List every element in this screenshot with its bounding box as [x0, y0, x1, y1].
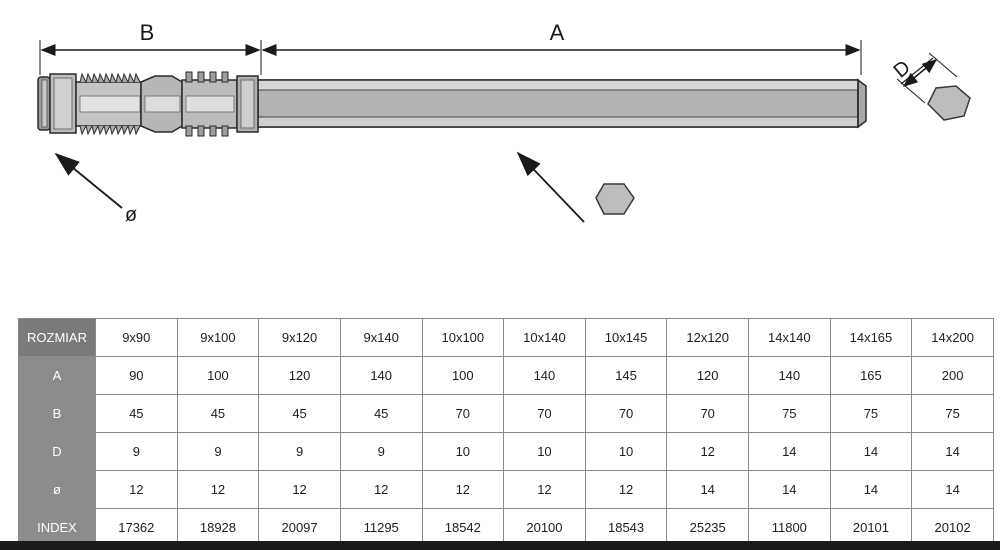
- bottom-bar: [0, 541, 1000, 550]
- value-cell: 12: [176, 470, 260, 509]
- value-cell: 18543: [584, 508, 668, 547]
- value-cell: 10: [503, 432, 586, 471]
- value-cell: 12: [339, 470, 423, 509]
- value-cell: 14: [748, 432, 831, 471]
- label-diameter: ø: [125, 204, 137, 226]
- value-cell: 9: [95, 432, 178, 471]
- value-cell: 20100: [503, 508, 586, 547]
- label-b: B: [140, 20, 155, 45]
- value-cell: 10: [584, 432, 668, 471]
- value-cell: 11800: [748, 508, 831, 547]
- size-cell: 9x90: [95, 318, 178, 357]
- value-cell: 11295: [339, 508, 423, 547]
- row-label-rozmiar: ROZMIAR: [18, 318, 96, 357]
- label-a: A: [550, 20, 565, 45]
- value-cell: 70: [666, 394, 749, 433]
- technical-drawing: B A: [37, 20, 971, 226]
- row-label: D: [18, 432, 96, 471]
- value-cell: 45: [258, 394, 341, 433]
- value-cell: 9: [339, 432, 423, 471]
- anchor-head: [37, 71, 259, 137]
- size-cell: 14x200: [911, 318, 994, 357]
- value-cell: 140: [339, 356, 423, 395]
- value-cell: 12: [666, 432, 749, 471]
- value-cell: 75: [748, 394, 831, 433]
- value-cell: 17362: [95, 508, 178, 547]
- value-cell: 14: [829, 470, 913, 509]
- size-cell: 9x100: [176, 318, 260, 357]
- value-cell: 70: [584, 394, 668, 433]
- hex-d-icon: [927, 85, 971, 121]
- value-cell: 14: [748, 470, 831, 509]
- size-cell: 10x100: [421, 318, 505, 357]
- value-cell: 14: [666, 470, 749, 509]
- value-cell: 70: [503, 394, 586, 433]
- value-cell: 145: [584, 356, 668, 395]
- value-cell: 120: [666, 356, 749, 395]
- value-cell: 9: [176, 432, 260, 471]
- size-cell: 9x140: [339, 318, 423, 357]
- value-cell: 45: [339, 394, 423, 433]
- row-label: A: [18, 356, 96, 395]
- value-cell: 140: [503, 356, 586, 395]
- value-cell: 100: [176, 356, 260, 395]
- value-cell: 12: [421, 470, 505, 509]
- value-cell: 10: [421, 432, 505, 471]
- dimension-d: D: [890, 52, 971, 121]
- value-cell: 12: [95, 470, 178, 509]
- size-cell: 10x140: [503, 318, 586, 357]
- hex-section-indicator: [516, 151, 635, 223]
- label-d: D: [890, 56, 915, 82]
- value-cell: 45: [176, 394, 260, 433]
- dimension-a: A: [261, 20, 862, 75]
- value-cell: 100: [421, 356, 505, 395]
- size-cell: 12x120: [666, 318, 749, 357]
- value-cell: 75: [829, 394, 913, 433]
- value-cell: 12: [584, 470, 668, 509]
- value-cell: 14: [911, 470, 994, 509]
- value-cell: 200: [911, 356, 994, 395]
- value-cell: 18542: [421, 508, 505, 547]
- row-label: ø: [18, 470, 96, 509]
- value-cell: 20102: [911, 508, 994, 547]
- value-cell: 165: [829, 356, 913, 395]
- row-label: B: [18, 394, 96, 433]
- value-cell: 20101: [829, 508, 913, 547]
- value-cell: 140: [748, 356, 831, 395]
- value-cell: 14: [829, 432, 913, 471]
- hex-section-icon: [595, 183, 635, 215]
- value-cell: 45: [95, 394, 178, 433]
- value-cell: 20097: [258, 508, 341, 547]
- value-cell: 70: [421, 394, 505, 433]
- row-label: INDEX: [18, 508, 96, 547]
- rod-shaft: [257, 78, 867, 129]
- value-cell: 12: [258, 470, 341, 509]
- size-cell: 10x145: [584, 318, 668, 357]
- value-cell: 120: [258, 356, 341, 395]
- value-cell: 90: [95, 356, 178, 395]
- value-cell: 9: [258, 432, 341, 471]
- value-cell: 18928: [176, 508, 260, 547]
- value-cell: 12: [503, 470, 586, 509]
- dimension-b: B: [39, 20, 262, 75]
- value-cell: 14: [911, 432, 994, 471]
- size-cell: 14x165: [829, 318, 913, 357]
- size-cell: 14x140: [748, 318, 831, 357]
- value-cell: 75: [911, 394, 994, 433]
- diameter-indicator: ø: [54, 152, 137, 226]
- size-cell: 9x120: [258, 318, 341, 357]
